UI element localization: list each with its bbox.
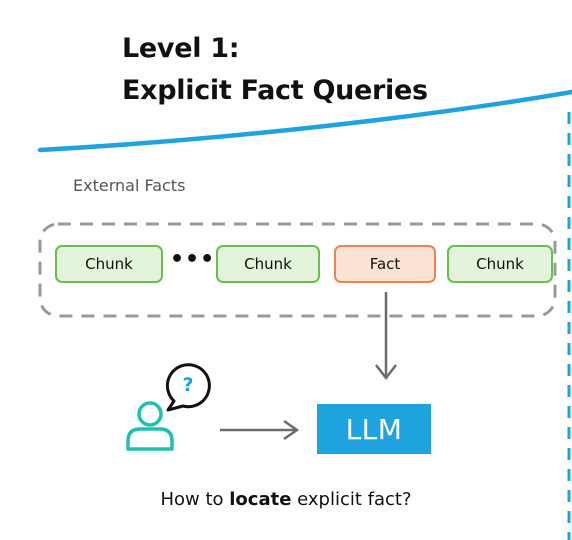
fact-label: Fact — [369, 255, 401, 273]
question-before: How to — [160, 489, 230, 510]
ellipsis: ••• — [170, 247, 216, 272]
level-curve — [37, 89, 572, 153]
diagram-title: Level 1: Explicit Fact Queries — [122, 28, 428, 112]
chunk-label: Chunk — [85, 255, 133, 273]
external-facts-label: External Facts — [73, 176, 186, 195]
external-facts-container — [38, 222, 557, 318]
llm-box: LLM — [317, 404, 431, 454]
question-caption: How to locate explicit fact? — [0, 489, 572, 510]
question-bubble-icon — [165, 363, 211, 412]
chunk-label: Chunk — [476, 255, 524, 273]
fact-box: Fact — [334, 245, 436, 283]
title-line-2: Explicit Fact Queries — [122, 75, 428, 106]
chunk-label: Chunk — [244, 255, 292, 273]
fact-to-llm-arrow — [375, 292, 397, 381]
llm-label: LLM — [345, 412, 403, 446]
question-bold: locate — [229, 489, 292, 510]
question-mark: ? — [182, 374, 194, 396]
title-line-1: Level 1: — [122, 33, 240, 64]
question-after: explicit fact? — [291, 489, 412, 510]
user-icon — [126, 401, 174, 451]
chunk-box: Chunk — [55, 245, 163, 283]
chunk-box: Chunk — [447, 245, 553, 283]
chunk-box: Chunk — [216, 245, 320, 283]
user-to-llm-arrow — [220, 419, 300, 441]
